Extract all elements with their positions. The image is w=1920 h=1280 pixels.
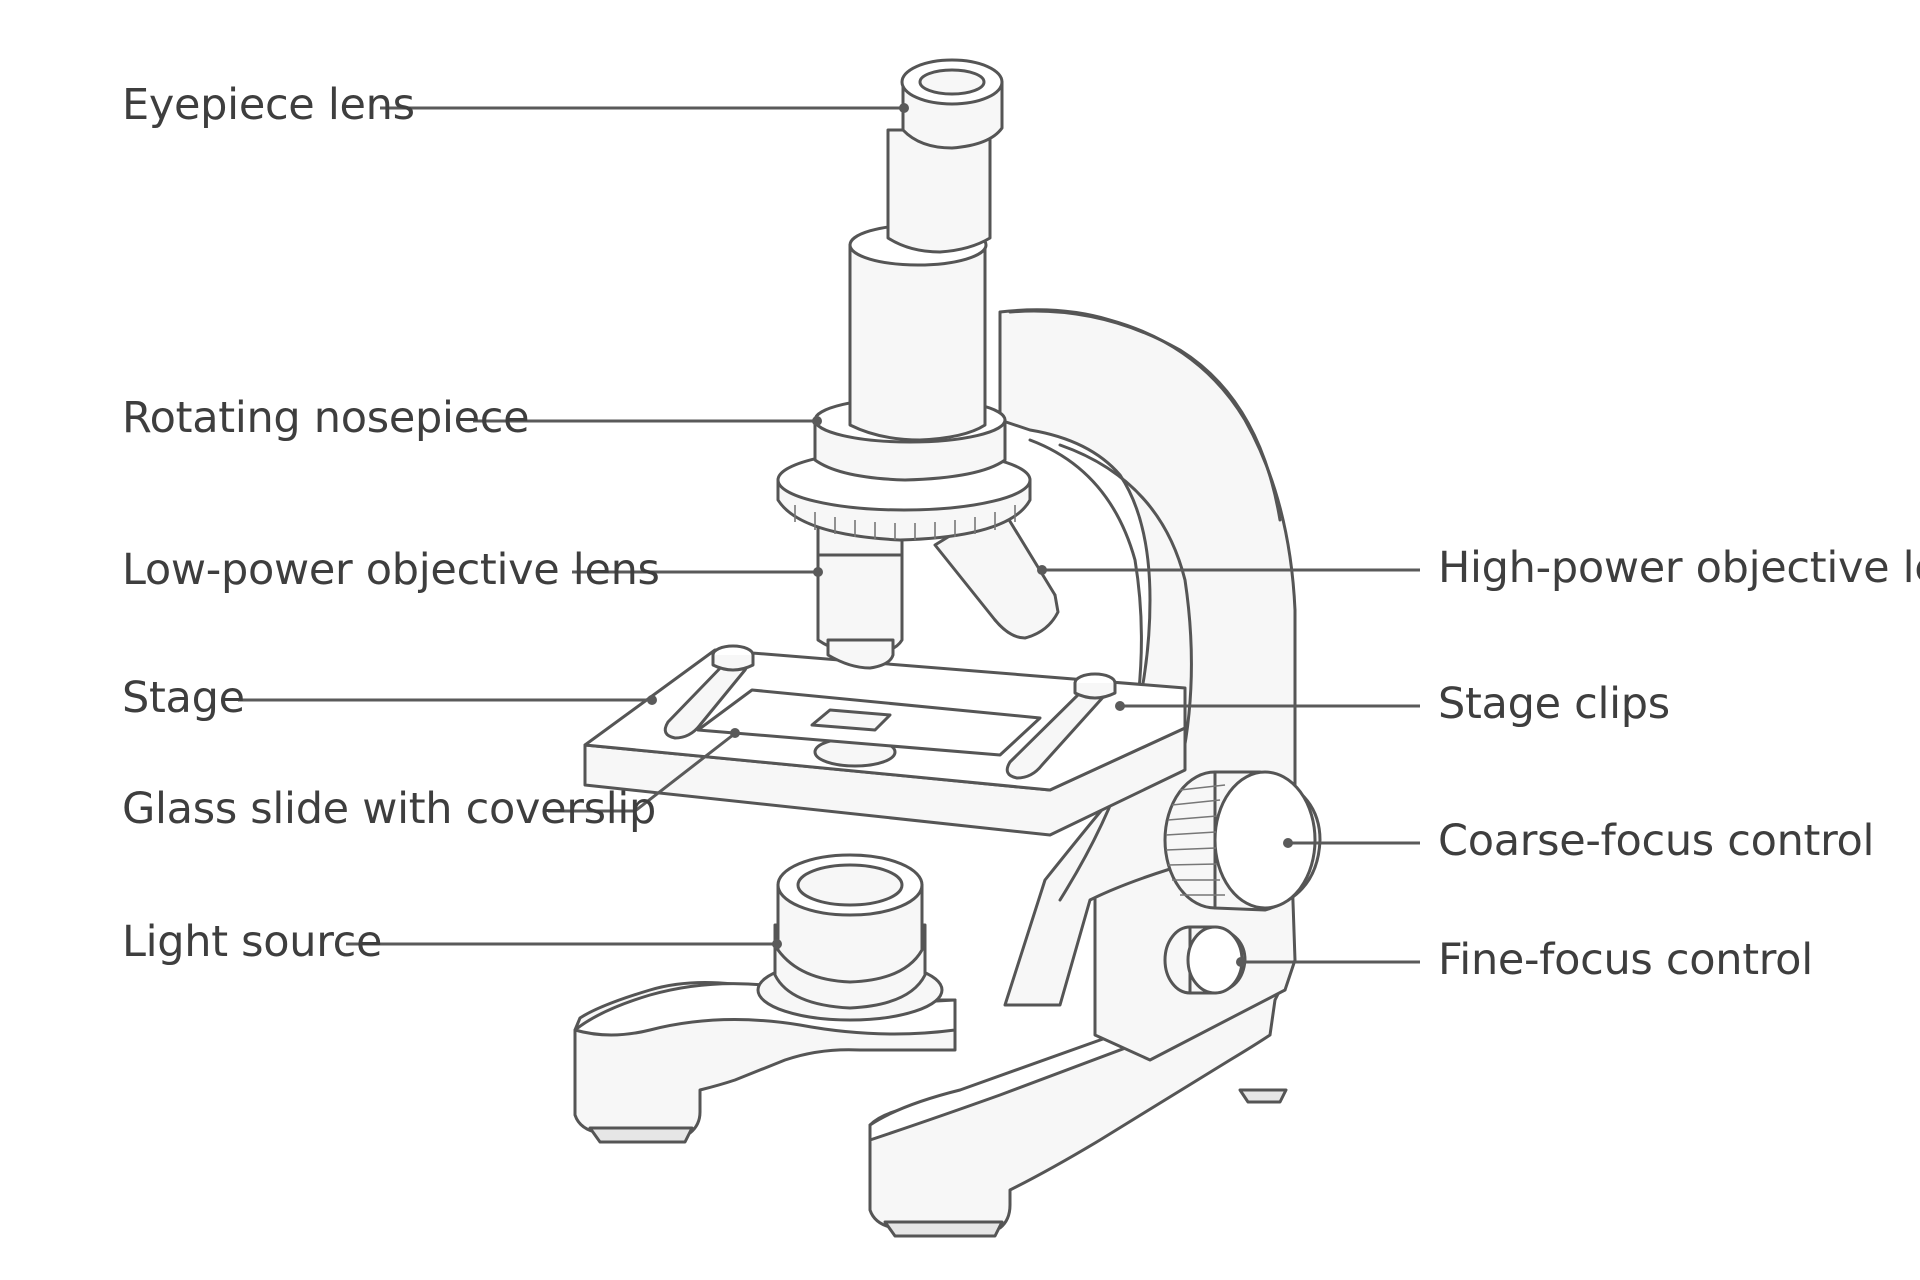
label-stage-clips: Stage clips — [1438, 679, 1670, 729]
leader-lines — [238, 103, 1420, 967]
fine-focus-knob — [1163, 925, 1247, 995]
label-fine-focus-control: Fine-focus control — [1438, 935, 1813, 985]
microscope-stage — [583, 644, 1187, 837]
label-coarse-focus-control: Coarse-focus control — [1438, 816, 1875, 866]
label-light-source: Light source — [122, 917, 383, 967]
body-tube — [848, 223, 988, 442]
label-rotating-nosepiece: Rotating nosepiece — [122, 393, 530, 443]
label-glass-slide: Glass slide with coverslip — [122, 784, 657, 834]
label-eyepiece-lens: Eyepiece lens — [122, 80, 415, 130]
label-high-power-objective-lens: High-power objective lens — [1438, 543, 1920, 593]
label-low-power-objective-lens: Low-power objective lens — [122, 545, 660, 595]
coarse-focus-knob — [1163, 770, 1322, 912]
label-stage: Stage — [122, 673, 245, 723]
eyepiece-tube — [886, 58, 1004, 254]
